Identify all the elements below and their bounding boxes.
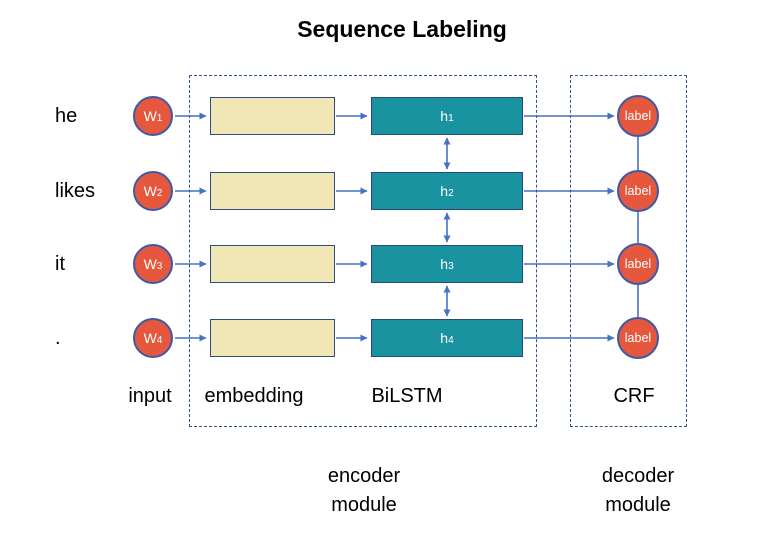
embedding-box xyxy=(210,319,335,357)
encoder-module-box xyxy=(189,75,537,427)
input-token-node: W1 xyxy=(133,96,173,136)
embedding-box xyxy=(210,245,335,283)
embedding-box xyxy=(210,97,335,135)
bilstm-hidden-box: h4 xyxy=(371,319,523,357)
bilstm-hidden-box: h3 xyxy=(371,245,523,283)
hidden-subscript: 1 xyxy=(448,113,454,124)
hidden-symbol: h xyxy=(440,183,449,199)
token-subscript: 2 xyxy=(156,188,163,199)
hidden-symbol: h xyxy=(440,108,449,124)
decoder-module-label: decoder module xyxy=(602,462,674,520)
token-symbol: W xyxy=(143,108,157,124)
input-word: likes xyxy=(55,180,96,202)
input-word: . xyxy=(55,327,61,349)
diagram-title: Sequence Labeling xyxy=(297,16,507,42)
token-subscript: 1 xyxy=(156,113,163,124)
hidden-subscript: 2 xyxy=(448,188,454,199)
input-token-node: W3 xyxy=(133,244,173,284)
crf-label-node: label xyxy=(617,317,659,359)
input-word: it xyxy=(55,253,65,275)
decoder-module-label-line1: decoder xyxy=(601,465,675,487)
column-label-input: input xyxy=(128,385,172,407)
input-token-node: W4 xyxy=(133,318,173,358)
encoder-module-label-line2: module xyxy=(331,494,397,516)
column-label-bilstm: BiLSTM xyxy=(371,385,443,407)
decoder-module-box xyxy=(570,75,687,427)
input-token-node: W2 xyxy=(133,171,173,211)
encoder-module-label-line1: encoder xyxy=(327,465,401,487)
token-symbol: W xyxy=(143,183,157,199)
hidden-subscript: 4 xyxy=(448,335,454,346)
column-label-crf: CRF xyxy=(613,385,655,407)
hidden-symbol: h xyxy=(440,330,449,346)
column-label-embedding: embedding xyxy=(204,385,304,407)
token-subscript: 3 xyxy=(156,261,163,272)
hidden-subscript: 3 xyxy=(448,261,454,272)
input-word: he xyxy=(55,105,78,127)
bilstm-hidden-box: h2 xyxy=(371,172,523,210)
crf-label-node: label xyxy=(617,243,659,285)
crf-label-node: label xyxy=(617,170,659,212)
token-subscript: 4 xyxy=(156,335,163,346)
decoder-module-label-line2: module xyxy=(605,494,671,516)
token-symbol: W xyxy=(143,256,157,272)
bilstm-hidden-box: h1 xyxy=(371,97,523,135)
encoder-module-label: encoder module xyxy=(328,462,400,520)
hidden-symbol: h xyxy=(440,256,449,272)
token-symbol: W xyxy=(143,330,157,346)
crf-label-node: label xyxy=(617,95,659,137)
embedding-box xyxy=(210,172,335,210)
